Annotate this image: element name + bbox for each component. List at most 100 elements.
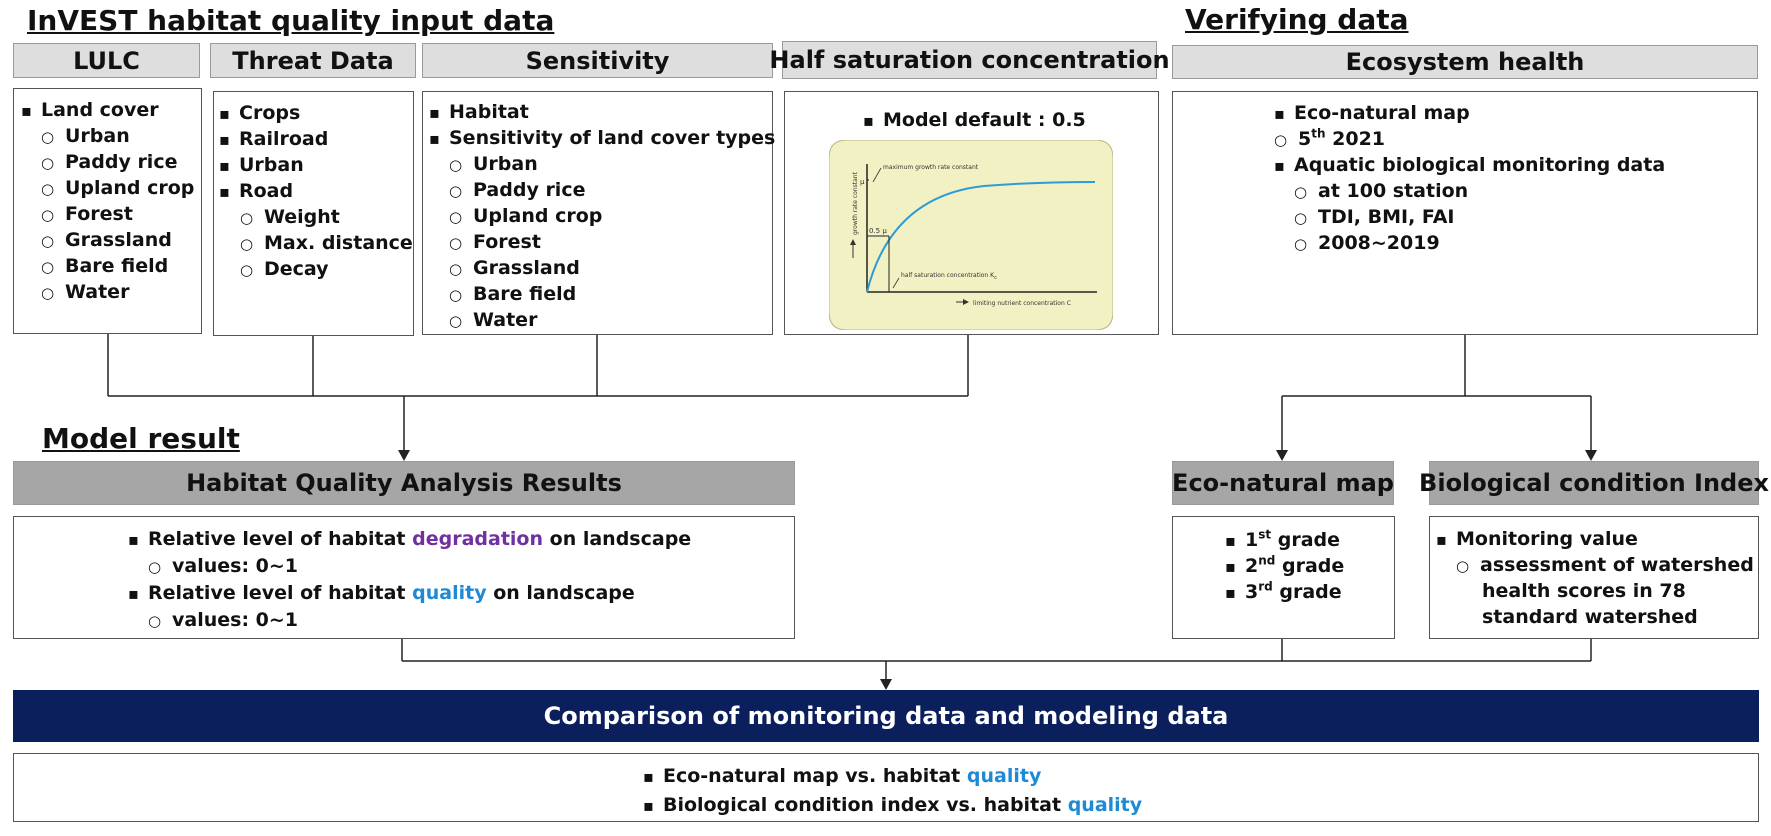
threat-item-label: Railroad <box>239 128 329 150</box>
input-section-title: InVEST habitat quality input data <box>27 4 555 37</box>
bci-item: Monitoring value <box>1436 528 1638 551</box>
grade-number: 2 <box>1245 555 1259 577</box>
eco-year-value: 2021 <box>1325 128 1386 150</box>
lulc-item: Bare field <box>41 255 168 278</box>
arrow-head-down <box>1276 450 1288 461</box>
lulc-item: Upland crop <box>41 177 194 200</box>
sensitivity-item-label: Sensitivity of land cover types <box>449 127 776 149</box>
lulc-item-label: Forest <box>65 203 133 225</box>
eco-health-item: Aquatic biological monitoring data <box>1274 154 1665 177</box>
bci-sub-label: health scores in 78 <box>1482 580 1686 602</box>
grade-item: 3rd grade <box>1225 581 1342 604</box>
bci-item-label: Monitoring value <box>1456 528 1638 550</box>
model-default-item: Model default : 0.5 <box>863 109 1086 132</box>
comparison-line2-text: Biological condition index vs. habitat <box>663 794 1062 816</box>
eco-health-item-label: Aquatic biological monitoring data <box>1294 154 1666 176</box>
threat-item: Urban <box>219 154 304 177</box>
lulc-item-label: Water <box>65 281 130 303</box>
sensitivity-sub-item: Water <box>449 309 537 332</box>
comparison-line1-text: Eco-natural map vs. habitat <box>663 765 961 787</box>
lulc-land-cover: Land cover <box>21 99 159 122</box>
threat-sub-item-label: Weight <box>264 206 340 228</box>
eco-health-sub-item: at 100 station <box>1294 180 1468 203</box>
graph-half-mu-label: 0.5 μ <box>869 227 887 235</box>
sensitivity-item-label: Habitat <box>449 101 529 123</box>
arrow-head-down <box>880 679 892 690</box>
ecosystem-health-box <box>1172 91 1758 335</box>
comparison-item: Eco-natural map vs. habitat quality <box>643 765 1041 788</box>
sensitivity-sub-item: Bare field <box>449 283 576 306</box>
eco-health-sub-label: 2008~2019 <box>1318 232 1440 254</box>
graph-half-label: half saturation concentration Kc <box>901 272 997 281</box>
threat-sub-item: Weight <box>240 206 340 229</box>
graph-y-arrowhead <box>850 239 856 245</box>
threat-sub-item-label: Decay <box>264 258 329 280</box>
half-saturation-graph: maximum growth rate constant μ 0.5 μ hal… <box>829 140 1113 330</box>
threat-sub-item: Decay <box>240 258 329 281</box>
grade-label: grade <box>1277 529 1341 551</box>
threat-header: Threat Data <box>210 43 416 78</box>
eco-health-item-label: Eco-natural map <box>1294 102 1470 124</box>
lulc-item-label: Grassland <box>65 229 172 251</box>
graph-x-arrowhead <box>963 299 969 305</box>
grade-number: 1 <box>1245 529 1259 551</box>
sensitivity-sub-item: Upland crop <box>449 205 602 228</box>
grade-suffix: rd <box>1258 579 1273 594</box>
hq-values-item: values: 0~1 <box>148 555 298 578</box>
hq-values-item: values: 0~1 <box>148 609 298 632</box>
sensitivity-sub-item-label: Urban <box>473 153 538 175</box>
sensitivity-sub-item: Grassland <box>449 257 580 280</box>
eco-health-sub-item: 5th 2021 <box>1274 128 1385 151</box>
lulc-item-label: Upland crop <box>65 177 195 199</box>
lulc-item-label: Urban <box>65 125 130 147</box>
hq-degradation-item: Relative level of habitat degradation on… <box>128 528 691 551</box>
comparison-item: Biological condition index vs. habitat q… <box>643 794 1142 817</box>
lulc-item-label: Bare field <box>65 255 169 277</box>
threat-item: Road <box>219 180 293 203</box>
graph-mu-label: μ <box>860 178 865 186</box>
eco-health-sub-item: 2008~2019 <box>1294 232 1440 255</box>
grade-label: grade <box>1279 581 1342 603</box>
threat-item-label: Crops <box>239 102 301 124</box>
lulc-item: Paddy rice <box>41 151 177 174</box>
sensitivity-sub-item-label: Grassland <box>473 257 580 279</box>
eco-health-sub-label: TDI, BMI, FAI <box>1318 206 1455 228</box>
graph-max-label: maximum growth rate constant <box>883 164 979 171</box>
grade-suffix: st <box>1258 527 1272 542</box>
eco-health-sub-label: at 100 station <box>1318 180 1469 202</box>
sensitivity-sub-item-label: Upland crop <box>473 205 603 227</box>
hq-line1-end: on landscape <box>549 528 692 550</box>
lulc-item-label: Paddy rice <box>65 151 178 173</box>
bci-sub-item: assessment of watershed <box>1456 554 1754 577</box>
threat-sub-item-label: Max. distance <box>264 232 413 254</box>
graph-curve <box>866 181 1096 293</box>
sensitivity-header: Sensitivity <box>422 43 773 78</box>
threat-item: Railroad <box>219 128 328 151</box>
sensitivity-item: Sensitivity of land cover types <box>429 127 775 150</box>
sensitivity-sub-item-label: Water <box>473 309 538 331</box>
arrow-head-down <box>1585 450 1597 461</box>
lulc-item: Urban <box>41 125 130 148</box>
hq-values-label: values: 0~1 <box>172 609 299 631</box>
hq-line1-text: Relative level of habitat <box>148 528 406 550</box>
hq-quality-word: quality <box>412 582 487 604</box>
grade-item: 2nd grade <box>1225 555 1344 578</box>
grade-number: 3 <box>1245 581 1259 603</box>
model-default-label: Model default : 0.5 <box>883 109 1086 131</box>
sensitivity-sub-item: Forest <box>449 231 541 254</box>
grade-label: grade <box>1282 555 1345 577</box>
graph-half-label-sub: c <box>994 275 997 281</box>
graph-half-label-text: half saturation concentration K <box>901 272 995 279</box>
lulc-header: LULC <box>13 43 200 78</box>
eco-year-number: 5 <box>1298 128 1312 150</box>
comparison-quality-word: quality <box>1067 794 1143 816</box>
arrow-head-down <box>398 450 410 461</box>
grade-item: 1st grade <box>1225 529 1340 552</box>
lulc-item: Forest <box>41 203 133 226</box>
lulc-item: Water <box>41 281 129 304</box>
lulc-land-cover-label: Land cover <box>41 99 159 121</box>
hq-line2-end: on landscape <box>493 582 635 604</box>
bci-sub-label: standard watershed <box>1482 606 1698 628</box>
sensitivity-item: Habitat <box>429 101 529 124</box>
